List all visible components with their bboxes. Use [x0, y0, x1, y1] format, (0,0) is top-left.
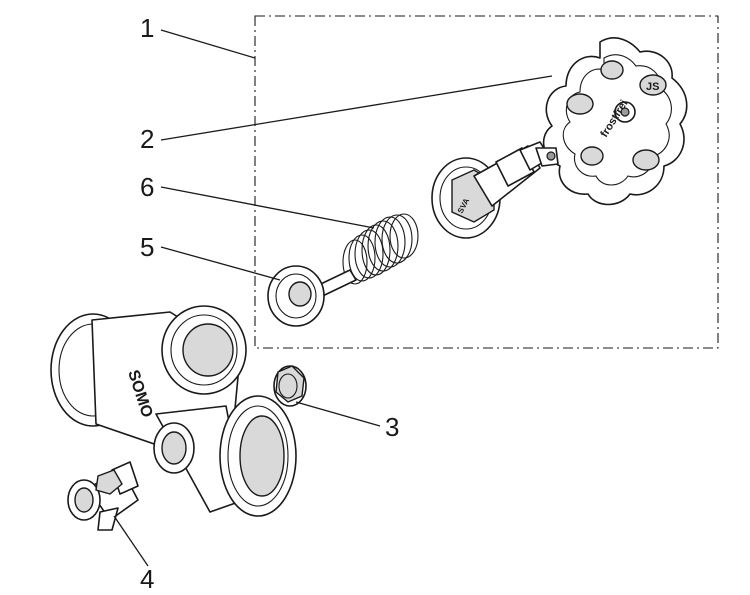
leader-2: [160, 75, 553, 141]
callout-1: 1: [140, 13, 154, 43]
drain-elbow: [67, 461, 139, 531]
callout-5: 5: [140, 232, 154, 262]
spring: [342, 213, 419, 285]
callout-6: 6: [140, 172, 154, 202]
plug: [273, 365, 307, 407]
leader-5: [160, 246, 281, 281]
assembly-boundary: [254, 15, 719, 349]
handwheel: frostfrei JS: [542, 37, 688, 206]
leader-1: [160, 29, 256, 59]
leader-3: [295, 401, 381, 427]
leader-6: [160, 186, 375, 229]
callout-2: 2: [140, 124, 154, 154]
callout-3: 3: [385, 412, 399, 442]
callout-4: 4: [140, 564, 154, 594]
leader-4: [113, 515, 149, 567]
valve-body: SOMO: [50, 305, 297, 517]
bonnet-assembly: SVA: [431, 141, 559, 239]
valve-disc: [267, 265, 357, 327]
handwheel-logo: JS: [646, 81, 659, 93]
